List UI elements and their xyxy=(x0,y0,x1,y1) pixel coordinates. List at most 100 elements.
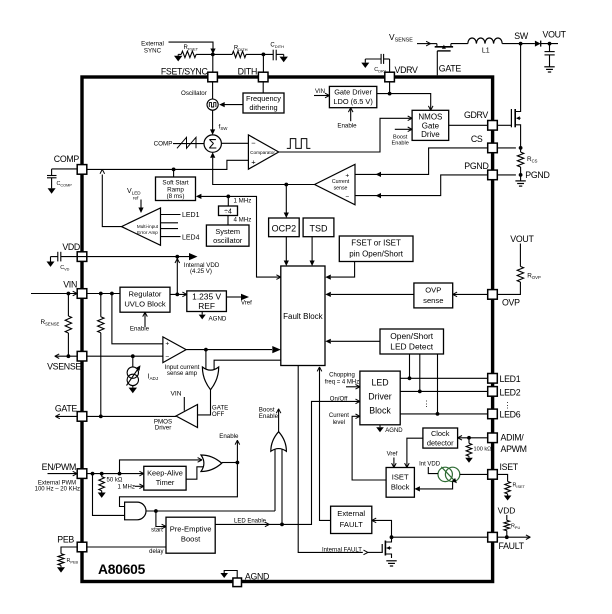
svg-text:Ramp: Ramp xyxy=(167,186,184,193)
svg-text:LED6: LED6 xyxy=(500,410,521,420)
svg-text:Block: Block xyxy=(391,482,410,491)
svg-text:VLED: VLED xyxy=(127,188,141,196)
svg-text:LDO (6.5 V): LDO (6.5 V) xyxy=(333,97,372,106)
svg-text:Boost: Boost xyxy=(393,134,408,140)
svg-text:1.235 V: 1.235 V xyxy=(192,291,221,301)
svg-text:VIN: VIN xyxy=(63,280,77,290)
svg-text:50 kΩ: 50 kΩ xyxy=(107,477,123,483)
svg-text:External: External xyxy=(141,41,164,48)
svg-text:+: + xyxy=(251,157,256,166)
svg-text:ref: ref xyxy=(133,196,139,201)
svg-text:LED4: LED4 xyxy=(182,234,200,241)
svg-text:Driver: Driver xyxy=(368,391,392,401)
svg-text:Pre-Emptive: Pre-Emptive xyxy=(170,525,212,534)
svg-text:UVLO Block: UVLO Block xyxy=(124,300,166,309)
svg-text:RSENSE: RSENSE xyxy=(41,319,60,327)
svg-text:SW: SW xyxy=(514,31,529,41)
svg-text:RISET: RISET xyxy=(513,482,526,489)
svg-text:Driver: Driver xyxy=(155,425,172,432)
svg-text:detector: detector xyxy=(427,439,454,448)
svg-text:A80605: A80605 xyxy=(98,562,146,577)
svg-text:(4.25 V): (4.25 V) xyxy=(190,268,212,275)
svg-text:LED1: LED1 xyxy=(182,212,200,219)
svg-text:oscillator: oscillator xyxy=(213,236,243,245)
svg-text:TSD: TSD xyxy=(310,223,329,233)
svg-text:OVP: OVP xyxy=(425,286,441,295)
svg-text:start: start xyxy=(151,527,163,533)
svg-text:AGND: AGND xyxy=(245,571,269,581)
svg-text:VDD: VDD xyxy=(62,242,80,252)
svg-text:RDITH: RDITH xyxy=(234,46,248,53)
svg-text:AGND: AGND xyxy=(209,316,227,323)
svg-text:PGND: PGND xyxy=(525,170,549,180)
svg-text:AGND: AGND xyxy=(385,428,403,434)
svg-text:PMOS: PMOS xyxy=(154,418,172,425)
svg-text:DITH: DITH xyxy=(238,66,257,76)
svg-text:Fault Block: Fault Block xyxy=(283,312,324,321)
svg-text:FSET/SYNC: FSET/SYNC xyxy=(161,66,209,76)
svg-text:APWM: APWM xyxy=(501,444,527,454)
svg-text:VIN: VIN xyxy=(171,390,182,397)
svg-text:NMOS: NMOS xyxy=(418,113,442,122)
svg-text:RCS: RCS xyxy=(527,156,538,164)
svg-text:sense amp: sense amp xyxy=(167,370,198,377)
svg-text:freq = 4 MHz: freq = 4 MHz xyxy=(325,380,360,386)
svg-text:EN/PWM: EN/PWM xyxy=(42,462,76,472)
svg-text:VOUT: VOUT xyxy=(543,30,567,40)
svg-text:Boost: Boost xyxy=(181,534,201,543)
svg-text:dithering: dithering xyxy=(249,103,277,112)
svg-text:FAULT: FAULT xyxy=(340,520,363,529)
svg-text:COMP: COMP xyxy=(54,154,80,164)
svg-text:Int VDD: Int VDD xyxy=(419,462,441,468)
svg-text:100 kΩ: 100 kΩ xyxy=(474,447,492,453)
svg-text:Internal FAULT: Internal FAULT xyxy=(322,547,362,553)
svg-text:SYNC: SYNC xyxy=(144,48,162,55)
svg-text:VDRV: VDRV xyxy=(395,65,419,75)
svg-text:Regulator: Regulator xyxy=(129,289,162,298)
svg-text:CDRV: CDRV xyxy=(374,67,386,74)
svg-text:FSET or ISET: FSET or ISET xyxy=(351,239,401,248)
svg-text:Oscillator: Oscillator xyxy=(181,90,207,97)
svg-text:RFSET: RFSET xyxy=(184,45,199,52)
svg-text:Gate Driver: Gate Driver xyxy=(334,88,372,97)
svg-text:sense: sense xyxy=(334,185,348,191)
svg-text:L1: L1 xyxy=(482,48,490,55)
svg-text:VIN: VIN xyxy=(315,89,325,95)
svg-text:Block: Block xyxy=(369,405,391,415)
svg-text:On/Off: On/Off xyxy=(330,396,348,402)
svg-text:⋮: ⋮ xyxy=(504,401,512,410)
svg-text:Σ: Σ xyxy=(209,137,217,152)
svg-text:LED1: LED1 xyxy=(500,374,521,384)
svg-text:sense: sense xyxy=(423,296,443,305)
svg-text:Drive: Drive xyxy=(421,130,440,139)
svg-text:Input current: Input current xyxy=(165,364,200,371)
svg-text:Open/Short: Open/Short xyxy=(390,331,434,341)
svg-text:Error Amp: Error Amp xyxy=(137,230,158,235)
svg-text:Enable: Enable xyxy=(219,433,239,440)
svg-text:Chopping: Chopping xyxy=(329,373,355,379)
svg-text:GATE: GATE xyxy=(212,405,228,412)
svg-text:ADIM/: ADIM/ xyxy=(501,432,525,442)
svg-text:LED Detect: LED Detect xyxy=(390,342,433,352)
svg-text:VOUT: VOUT xyxy=(510,234,534,244)
svg-text:External: External xyxy=(337,509,365,518)
svg-text:Enable: Enable xyxy=(130,326,150,333)
svg-text:ROVP: ROVP xyxy=(527,272,541,280)
svg-text:Gate: Gate xyxy=(422,121,440,130)
svg-text:pin Open/Short: pin Open/Short xyxy=(349,250,404,259)
svg-text:fSW: fSW xyxy=(219,124,229,132)
svg-text:+: + xyxy=(345,172,349,179)
svg-text:Clock: Clock xyxy=(431,429,450,438)
svg-text:Vref: Vref xyxy=(387,452,398,458)
svg-text:Current: Current xyxy=(332,179,350,185)
svg-text:Internal VDD: Internal VDD xyxy=(184,262,220,269)
svg-text:Timer: Timer xyxy=(156,478,175,487)
svg-text:Multi-input: Multi-input xyxy=(137,224,159,229)
svg-text:Comparator: Comparator xyxy=(250,150,275,155)
svg-text:VDD: VDD xyxy=(498,506,516,516)
svg-text:÷4: ÷4 xyxy=(224,209,232,216)
svg-text:CCOMP: CCOMP xyxy=(57,181,73,188)
svg-text:Current: Current xyxy=(329,413,349,419)
svg-text:OVP: OVP xyxy=(502,297,520,307)
svg-text:1 MHz: 1 MHz xyxy=(118,484,135,490)
